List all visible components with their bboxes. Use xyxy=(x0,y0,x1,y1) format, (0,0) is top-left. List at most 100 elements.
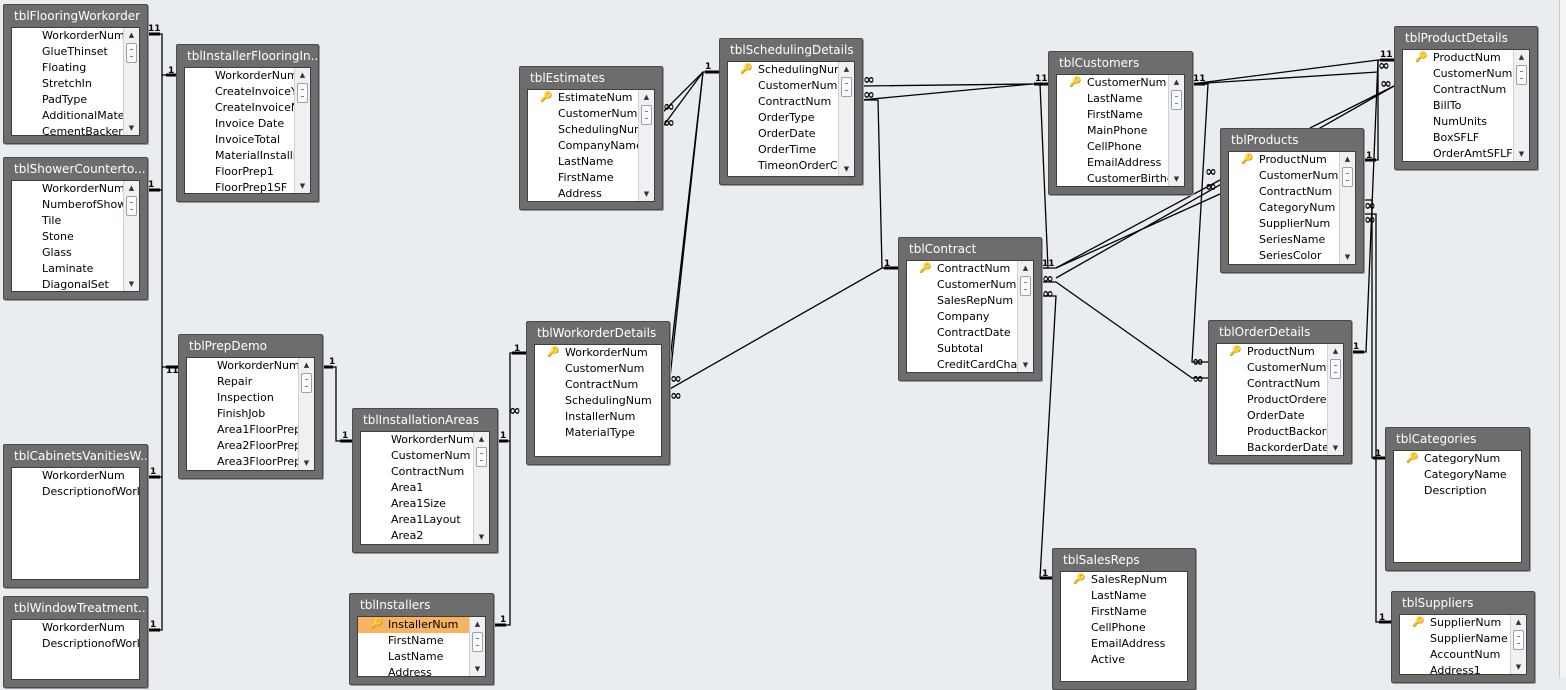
scroll-down-icon[interactable]: ▼ xyxy=(1518,150,1525,158)
scroll-up-icon[interactable]: ▲ xyxy=(643,93,650,101)
field-item[interactable]: 🔑SchedulingNum xyxy=(728,62,839,78)
relationship-line[interactable] xyxy=(496,352,526,442)
field-item[interactable]: DiagonalSet xyxy=(12,277,124,291)
relationship-line[interactable] xyxy=(321,366,352,442)
field-item[interactable]: 🔑CategoryNum xyxy=(1394,451,1521,467)
field-item[interactable]: ProductBackord xyxy=(1217,424,1328,440)
relationship-line[interactable] xyxy=(667,267,898,391)
field-item[interactable]: LastName xyxy=(528,154,639,170)
field-item[interactable]: CustomerNum xyxy=(1229,168,1340,184)
scroll-down-icon[interactable]: ▼ xyxy=(1332,444,1339,452)
relationship-line[interactable] xyxy=(1039,295,1057,579)
field-item[interactable]: WorkorderNum xyxy=(185,68,295,84)
field-item[interactable]: 🔑CustomerNum xyxy=(1057,75,1169,91)
relationship-line[interactable] xyxy=(1309,85,1395,129)
field-item[interactable]: Glass xyxy=(12,245,124,261)
field-item[interactable]: ContractNum xyxy=(728,94,839,110)
vertical-scrollbar[interactable]: ▲▼ xyxy=(1168,75,1184,186)
field-item[interactable]: CompanyName xyxy=(528,138,639,154)
field-item[interactable]: CreateInvoiceNo xyxy=(185,100,295,116)
scroll-up-icon[interactable]: ▲ xyxy=(1518,53,1525,61)
field-item[interactable]: LastName xyxy=(1061,588,1187,604)
field-item[interactable]: Subtotal xyxy=(907,341,1018,357)
scroll-up-icon[interactable]: ▲ xyxy=(478,435,485,443)
field-item[interactable]: 🔑ProductNum xyxy=(1403,50,1514,66)
table-title[interactable]: tblCustomers xyxy=(1059,56,1140,70)
scroll-thumb[interactable] xyxy=(1020,276,1031,296)
relationship-line[interactable] xyxy=(1362,199,1385,459)
vertical-scrollbar[interactable]: ▲▼ xyxy=(1017,261,1033,372)
field-item[interactable]: CustomerNum xyxy=(1403,66,1514,82)
field-item[interactable]: BoxSFLF xyxy=(1403,130,1514,146)
field-item[interactable]: Tile xyxy=(12,213,124,229)
field-item[interactable]: ContractNum xyxy=(535,377,661,393)
field-item[interactable]: 🔑InstallerNum xyxy=(358,617,470,633)
field-item[interactable]: CustomerNum xyxy=(907,277,1018,293)
scroll-thumb[interactable] xyxy=(476,447,487,467)
field-item[interactable]: ContractDate xyxy=(907,325,1018,341)
vertical-scrollbar[interactable]: ▲▼ xyxy=(123,28,139,135)
vertical-scrollbar[interactable]: ▲▼ xyxy=(473,432,489,544)
relationship-line[interactable] xyxy=(1055,193,1221,269)
scroll-thumb[interactable] xyxy=(1171,90,1182,110)
scroll-thumb[interactable] xyxy=(1513,630,1524,650)
field-item[interactable]: 🔑ProductNum xyxy=(1217,344,1328,360)
relationship-line[interactable] xyxy=(667,71,704,379)
field-item[interactable]: Floating xyxy=(12,60,124,76)
field-item[interactable]: ContractNum xyxy=(1403,82,1514,98)
scroll-down-icon[interactable]: ▼ xyxy=(643,190,650,198)
scroll-down-icon[interactable]: ▼ xyxy=(478,533,485,541)
field-item[interactable]: LastName xyxy=(358,649,470,665)
scroll-thumb[interactable] xyxy=(1516,65,1527,85)
field-item[interactable]: FloorPrep1SF xyxy=(185,180,295,193)
table-title[interactable]: tblProductDetails xyxy=(1405,31,1508,45)
scroll-down-icon[interactable]: ▼ xyxy=(1344,253,1351,261)
scroll-down-icon[interactable]: ▼ xyxy=(1022,361,1029,369)
field-item[interactable]: WorkorderNum xyxy=(12,181,124,197)
field-item[interactable]: MainPhone xyxy=(1057,123,1169,139)
scroll-up-icon[interactable]: ▲ xyxy=(1332,347,1339,355)
field-item[interactable]: Address xyxy=(358,665,470,676)
scroll-down-icon[interactable]: ▼ xyxy=(128,280,135,288)
vertical-scrollbar[interactable]: ▲▼ xyxy=(838,62,854,176)
field-item[interactable]: Active xyxy=(1061,652,1187,668)
field-item[interactable]: CreditCardChar xyxy=(907,357,1018,372)
field-item[interactable]: CustomerNum xyxy=(535,361,661,377)
field-item[interactable]: 🔑ProductNum xyxy=(1229,152,1340,168)
scroll-up-icon[interactable]: ▲ xyxy=(1515,618,1522,626)
scroll-up-icon[interactable]: ▲ xyxy=(1344,155,1351,163)
scroll-up-icon[interactable]: ▲ xyxy=(1022,264,1029,272)
relationship-line[interactable] xyxy=(667,71,704,397)
scroll-thumb[interactable] xyxy=(472,632,483,652)
field-item[interactable]: FinishJob xyxy=(187,406,299,422)
field-item[interactable]: CustomerNum xyxy=(361,448,474,464)
field-item[interactable]: Area3FloorPrep xyxy=(187,454,299,470)
field-item[interactable]: FirstName xyxy=(1057,107,1169,123)
field-item[interactable]: EmailAddress xyxy=(1061,636,1187,652)
field-item[interactable]: Company xyxy=(907,309,1018,325)
relationship-line[interactable] xyxy=(860,83,1048,87)
table-title[interactable]: tblOrderDetails xyxy=(1219,325,1311,339)
field-item[interactable]: Inspection xyxy=(187,390,299,406)
scroll-down-icon[interactable]: ▼ xyxy=(299,182,306,190)
field-item[interactable]: BackorderDate xyxy=(1217,440,1328,455)
field-item[interactable]: FirstName xyxy=(528,170,639,186)
field-item[interactable]: FloorPrep1 xyxy=(185,164,295,180)
relationship-line[interactable] xyxy=(1040,281,1208,379)
vertical-scrollbar[interactable]: ▲▼ xyxy=(1513,50,1529,161)
field-item[interactable]: Address xyxy=(528,186,639,201)
